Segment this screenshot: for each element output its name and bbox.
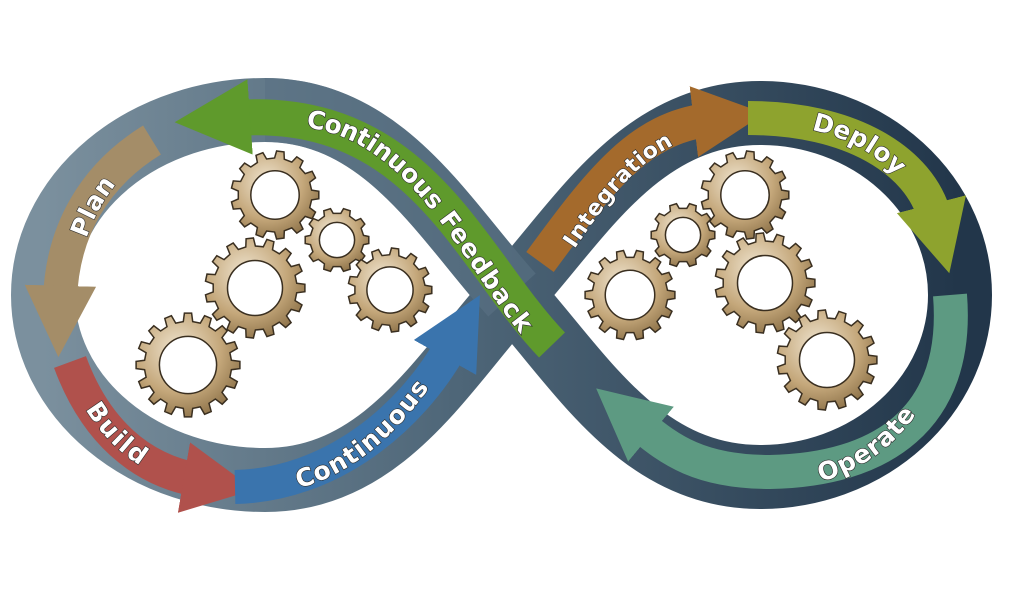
- gear-hole: [318, 221, 356, 259]
- continuous-arrow: [234, 295, 480, 504]
- plan-arrow: [24, 125, 162, 358]
- gear-hole: [720, 170, 770, 220]
- gear-hole: [604, 269, 656, 321]
- gear-hole: [366, 266, 414, 314]
- gear-hole: [226, 259, 284, 317]
- gears-group: [135, 150, 878, 418]
- gear-hole: [664, 216, 702, 254]
- build-arrow: [54, 355, 255, 513]
- gear-hole: [158, 335, 218, 395]
- gear-hole: [736, 254, 794, 312]
- operate-arrow: [596, 293, 968, 490]
- arrows: [24, 79, 968, 513]
- integration-arrow: [526, 86, 765, 273]
- deploy-arrow: [747, 101, 966, 274]
- gear-hole: [250, 170, 300, 220]
- continuous-feedback-arrow: [174, 79, 566, 358]
- gear-hole: [798, 331, 856, 389]
